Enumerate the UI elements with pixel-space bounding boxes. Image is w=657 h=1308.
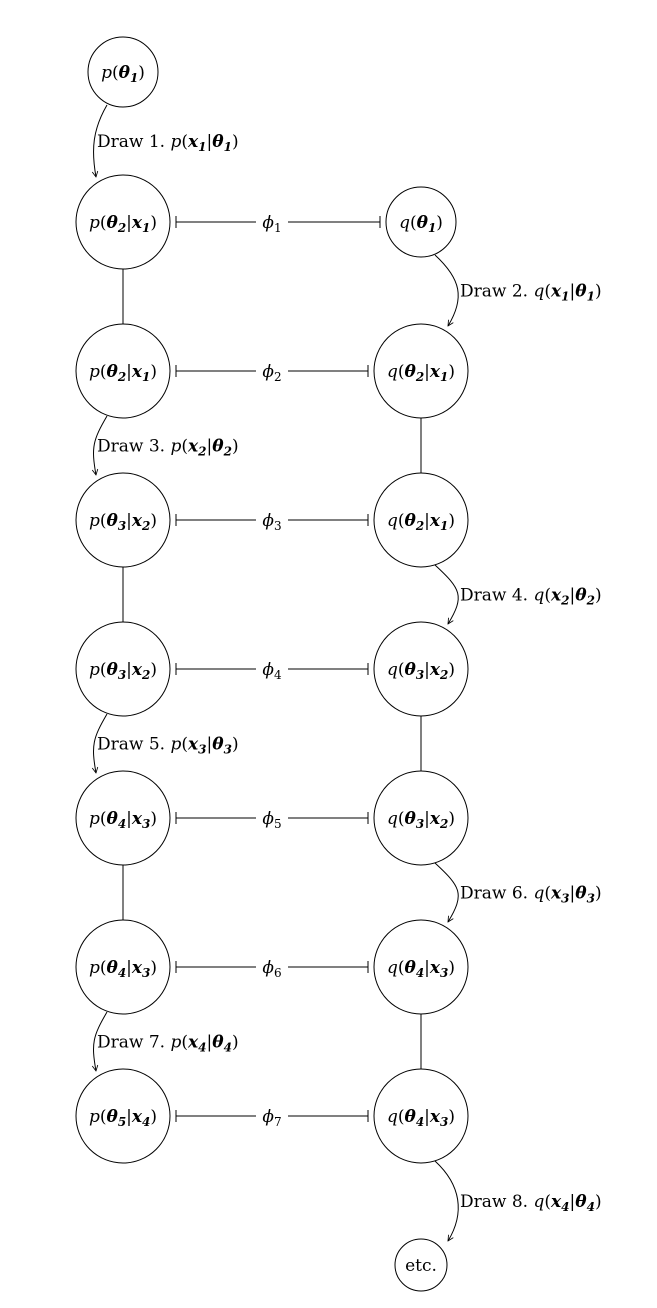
draw-label: Draw 1. p(x1|θ1) (97, 132, 239, 154)
coupling-label: ϕ2 (262, 362, 281, 384)
coupling-label: ϕ7 (262, 1107, 281, 1129)
draw-label: Draw 4. q(x2|θ2) (460, 586, 602, 608)
node-q1: q(θ1) (385, 186, 457, 258)
draw-arrow (94, 713, 108, 773)
node-label: p(θ4|x3) (89, 809, 157, 831)
node-label: p(θ3|x2) (89, 511, 157, 533)
draw-arrow (434, 254, 459, 326)
draw-arrow (94, 1011, 108, 1071)
coupling-label: ϕ3 (262, 511, 281, 533)
node-label: q(θ4|x3) (387, 1107, 455, 1129)
node-label: q(θ4|x3) (387, 958, 455, 980)
draw-label: Draw 2. q(x1|θ1) (460, 282, 602, 304)
draw-label: Draw 8. q(x4|θ4) (460, 1192, 602, 1214)
node-label: etc. (405, 1256, 437, 1276)
coupling-label: ϕ4 (262, 660, 282, 682)
node-label: q(θ2|x1) (387, 362, 455, 384)
node-label: p(θ5|x4) (89, 1107, 157, 1129)
node-q4b: q(θ4|x3) (373, 1068, 469, 1164)
draw-label: Draw 3. p(x2|θ2) (97, 437, 239, 459)
node-label: p(θ2|x1) (89, 362, 157, 384)
draw-label: Draw 7. p(x4|θ4) (97, 1033, 239, 1055)
node-q2a: q(θ2|x1) (373, 323, 469, 419)
node-q4a: q(θ4|x3) (373, 919, 469, 1015)
coupling-label: ϕ1 (262, 213, 281, 235)
draw-arrow (94, 104, 108, 177)
node-p3b: p(θ3|x2) (75, 621, 171, 717)
node-p4a: p(θ4|x3) (75, 770, 171, 866)
node-label: p(θ3|x2) (89, 660, 157, 682)
node-label: q(θ3|x2) (387, 809, 455, 831)
draw-arrow (94, 415, 108, 475)
node-q3a: q(θ3|x2) (373, 621, 469, 717)
node-label: p(θ4|x3) (89, 958, 157, 980)
node-etc: etc. (394, 1238, 448, 1292)
node-label: p(θ2|x1) (89, 213, 157, 235)
node-label: p(θ1) (101, 63, 145, 85)
draw-label: Draw 6. q(x3|θ3) (460, 884, 602, 906)
draw-arrow (434, 1160, 459, 1241)
node-p3a: p(θ3|x2) (75, 472, 171, 568)
node-q2b: q(θ2|x1) (373, 472, 469, 568)
coupling-label: ϕ5 (262, 809, 281, 831)
coupling-label: ϕ6 (262, 958, 281, 980)
node-p1: p(θ1) (87, 36, 159, 108)
node-label: q(θ1) (399, 213, 443, 235)
node-p2b: p(θ2|x1) (75, 323, 171, 419)
node-label: q(θ2|x1) (387, 511, 455, 533)
node-p4b: p(θ4|x3) (75, 919, 171, 1015)
draw-arrow (434, 564, 459, 624)
node-p5: p(θ5|x4) (75, 1068, 171, 1164)
draw-label: Draw 5. p(x3|θ3) (97, 735, 239, 757)
draw-arrow (434, 862, 459, 922)
node-p2a: p(θ2|x1) (75, 174, 171, 270)
node-q3b: q(θ3|x2) (373, 770, 469, 866)
node-label: q(θ3|x2) (387, 660, 455, 682)
